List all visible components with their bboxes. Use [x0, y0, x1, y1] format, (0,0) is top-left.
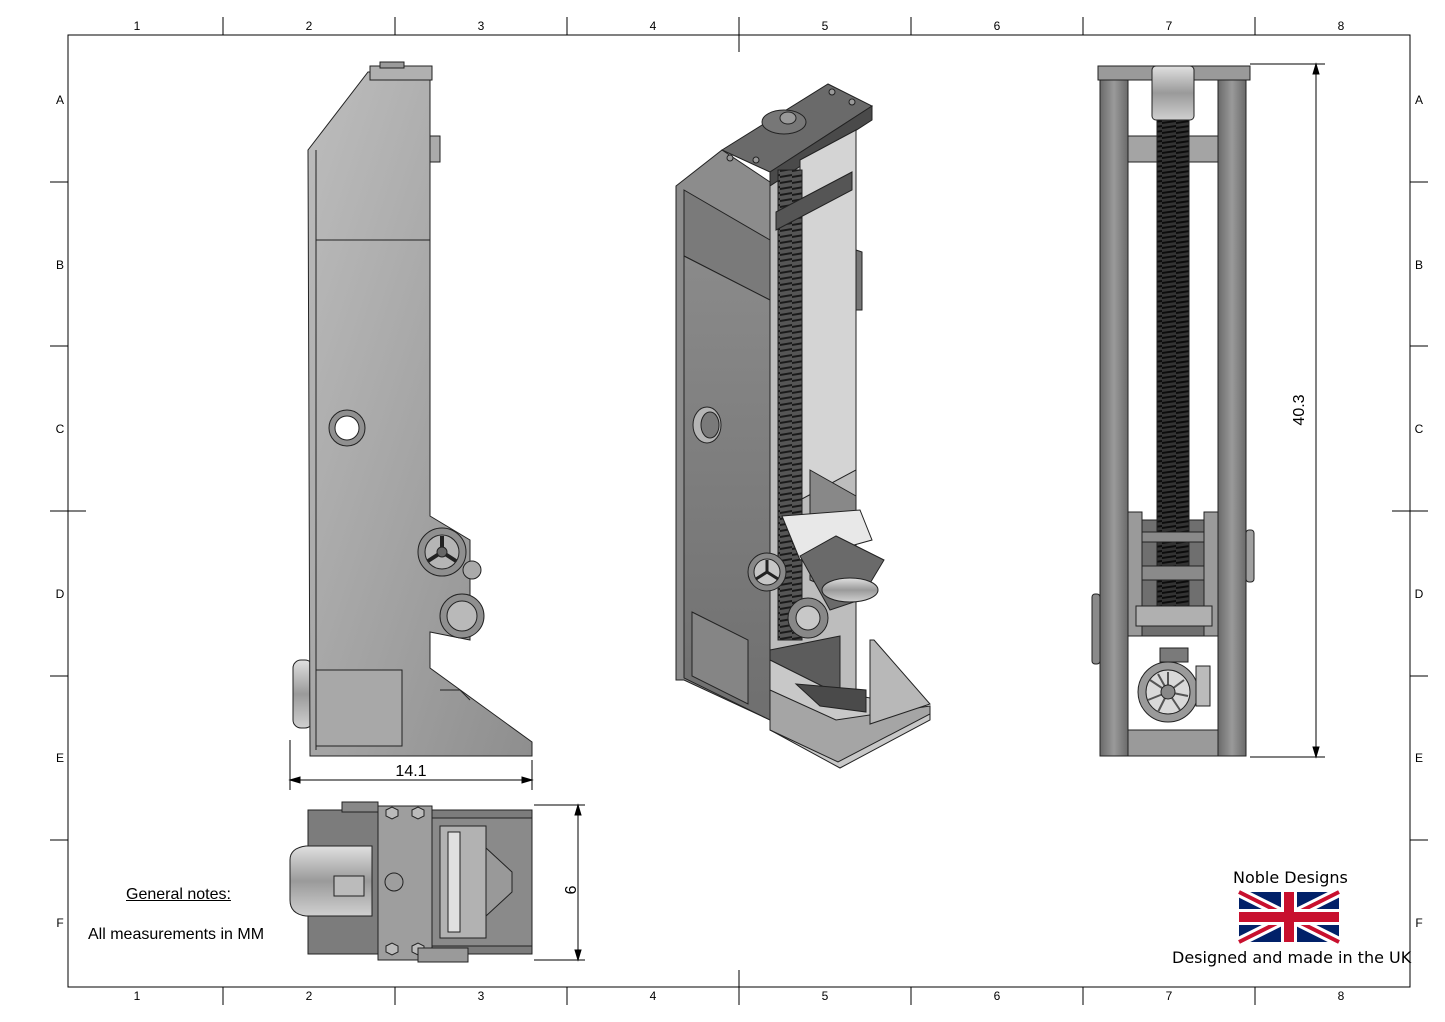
height-dimension: [1250, 62, 1325, 759]
col-label: 2: [306, 19, 313, 33]
col-label: 3: [478, 989, 485, 1003]
depth-dimension-label: 9: [561, 886, 578, 895]
col-label: 2: [306, 989, 313, 1003]
col-label: 8: [1338, 19, 1345, 33]
col-label: 6: [994, 19, 1001, 33]
side-view: [292, 61, 533, 757]
row-label: D: [56, 587, 65, 601]
row-labels-right: A B C D E F: [1415, 93, 1424, 930]
row-label: B: [56, 258, 64, 272]
row-label: E: [56, 751, 64, 765]
width-dimension-label: 14.1: [395, 763, 426, 780]
top-view: [289, 801, 533, 963]
union-jack-icon: [1236, 887, 1342, 947]
row-label: C: [1415, 422, 1424, 436]
col-label: 7: [1166, 19, 1173, 33]
row-label: F: [1415, 916, 1422, 930]
col-label: 8: [1338, 989, 1345, 1003]
general-notes-title: General notes:: [126, 886, 231, 903]
col-label: 6: [994, 989, 1001, 1003]
company-tagline: Designed and made in the UK: [1172, 948, 1412, 967]
row-label: C: [56, 422, 65, 436]
row-label: A: [1415, 93, 1423, 107]
row-label: A: [56, 93, 64, 107]
col-label: 5: [822, 989, 829, 1003]
row-labels-left: A B C D E F: [56, 93, 65, 930]
depth-dimension: [534, 803, 585, 962]
col-label: 1: [134, 989, 141, 1003]
col-label: 5: [822, 19, 829, 33]
col-label: 7: [1166, 989, 1173, 1003]
column-labels-bottom: 1 2 3 4 5 6 7 8: [134, 989, 1345, 1003]
grid-ticks: [50, 17, 1428, 1005]
company-name: Noble Designs: [1233, 868, 1348, 887]
col-label: 4: [650, 989, 657, 1003]
row-label: D: [1415, 587, 1424, 601]
isometric-view: [675, 83, 931, 769]
row-label: B: [1415, 258, 1423, 272]
col-label: 3: [478, 19, 485, 33]
column-labels-top: 1 2 3 4 5 6 7 8: [134, 19, 1345, 33]
height-dimension-label: 40.3: [1291, 394, 1308, 425]
general-notes-body: All measurements in MM: [88, 926, 265, 943]
row-label: E: [1415, 751, 1423, 765]
row-label: F: [56, 916, 63, 930]
col-label: 1: [134, 19, 141, 33]
front-view: [1091, 65, 1255, 757]
width-dimension: [288, 740, 534, 790]
col-label: 4: [650, 19, 657, 33]
